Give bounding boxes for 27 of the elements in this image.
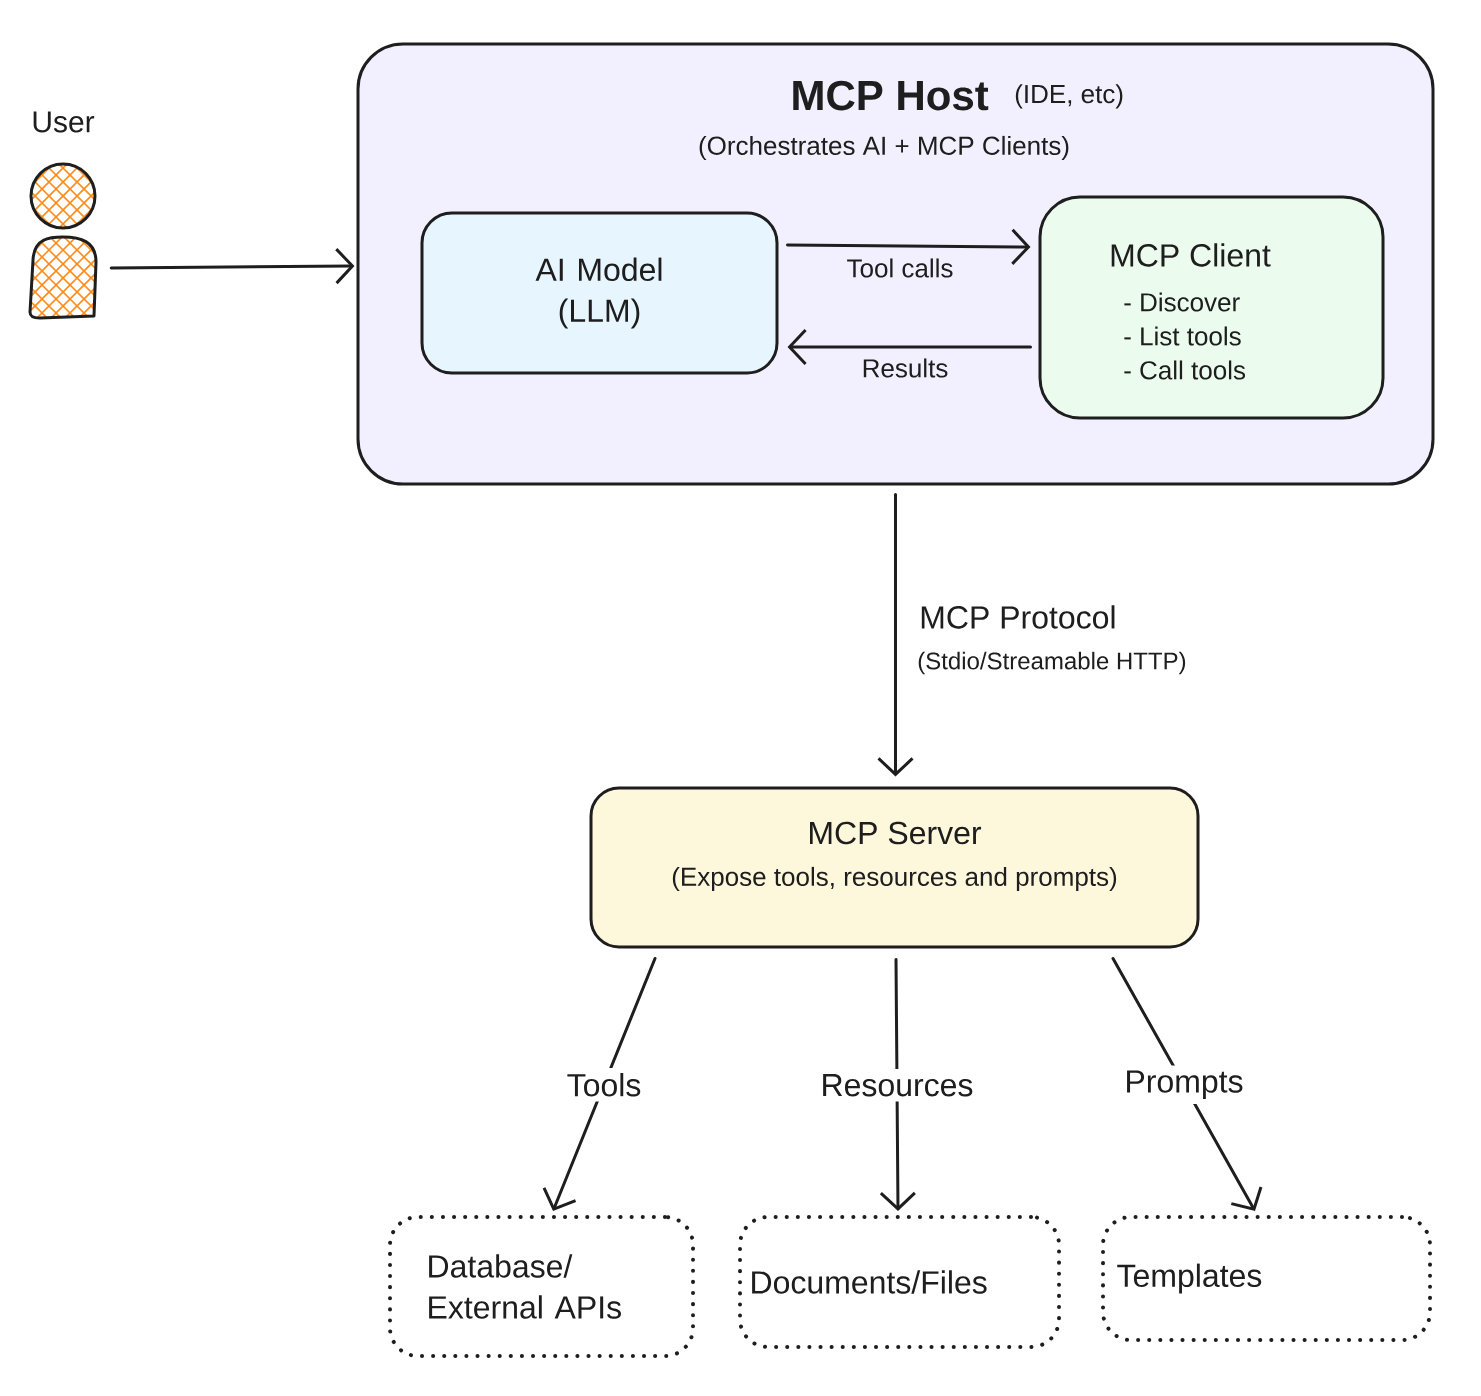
box-title: MCP Server	[810, 821, 982, 845]
dotted-box: Database/ External APIs	[388, 1215, 695, 1358]
box-title: MCP Host	[793, 80, 989, 111]
dotted-box: Documents/Files	[738, 1215, 1061, 1349]
arrow	[879, 958, 916, 1211]
box-subtitle: (Expose tools, resources and prompts)	[672, 866, 1117, 892]
edge-label: Tools	[561, 1068, 647, 1102]
edge-label: Results	[858, 355, 952, 381]
arrow	[787, 328, 1032, 366]
arrow	[109, 248, 355, 285]
edge-label: MCP Protocol	[916, 602, 1120, 632]
arrow	[786, 228, 1031, 265]
process-box: AI Model (LLM)	[420, 211, 779, 375]
list-item: - Discover	[1124, 292, 1240, 312]
node-label: User	[33, 111, 95, 133]
box-subtitle: (Orchestrates AI + MCP Clients)	[699, 135, 1069, 161]
box-title: MCP Client	[1111, 243, 1271, 267]
edge-note: (Stdio/Streamable HTTP)	[918, 651, 1186, 675]
list-item: - Call tools	[1124, 360, 1246, 380]
arrow	[542, 957, 657, 1211]
edge-label: Prompts	[1119, 1065, 1249, 1105]
dotted-box: Templates	[1101, 1215, 1432, 1342]
edge-label: Resources	[815, 1069, 979, 1102]
arrow	[877, 493, 914, 777]
box-subtitle: (IDE, etc)	[1015, 84, 1123, 109]
edge-label: Tool calls	[843, 255, 957, 281]
list-item: - List tools	[1124, 326, 1241, 346]
